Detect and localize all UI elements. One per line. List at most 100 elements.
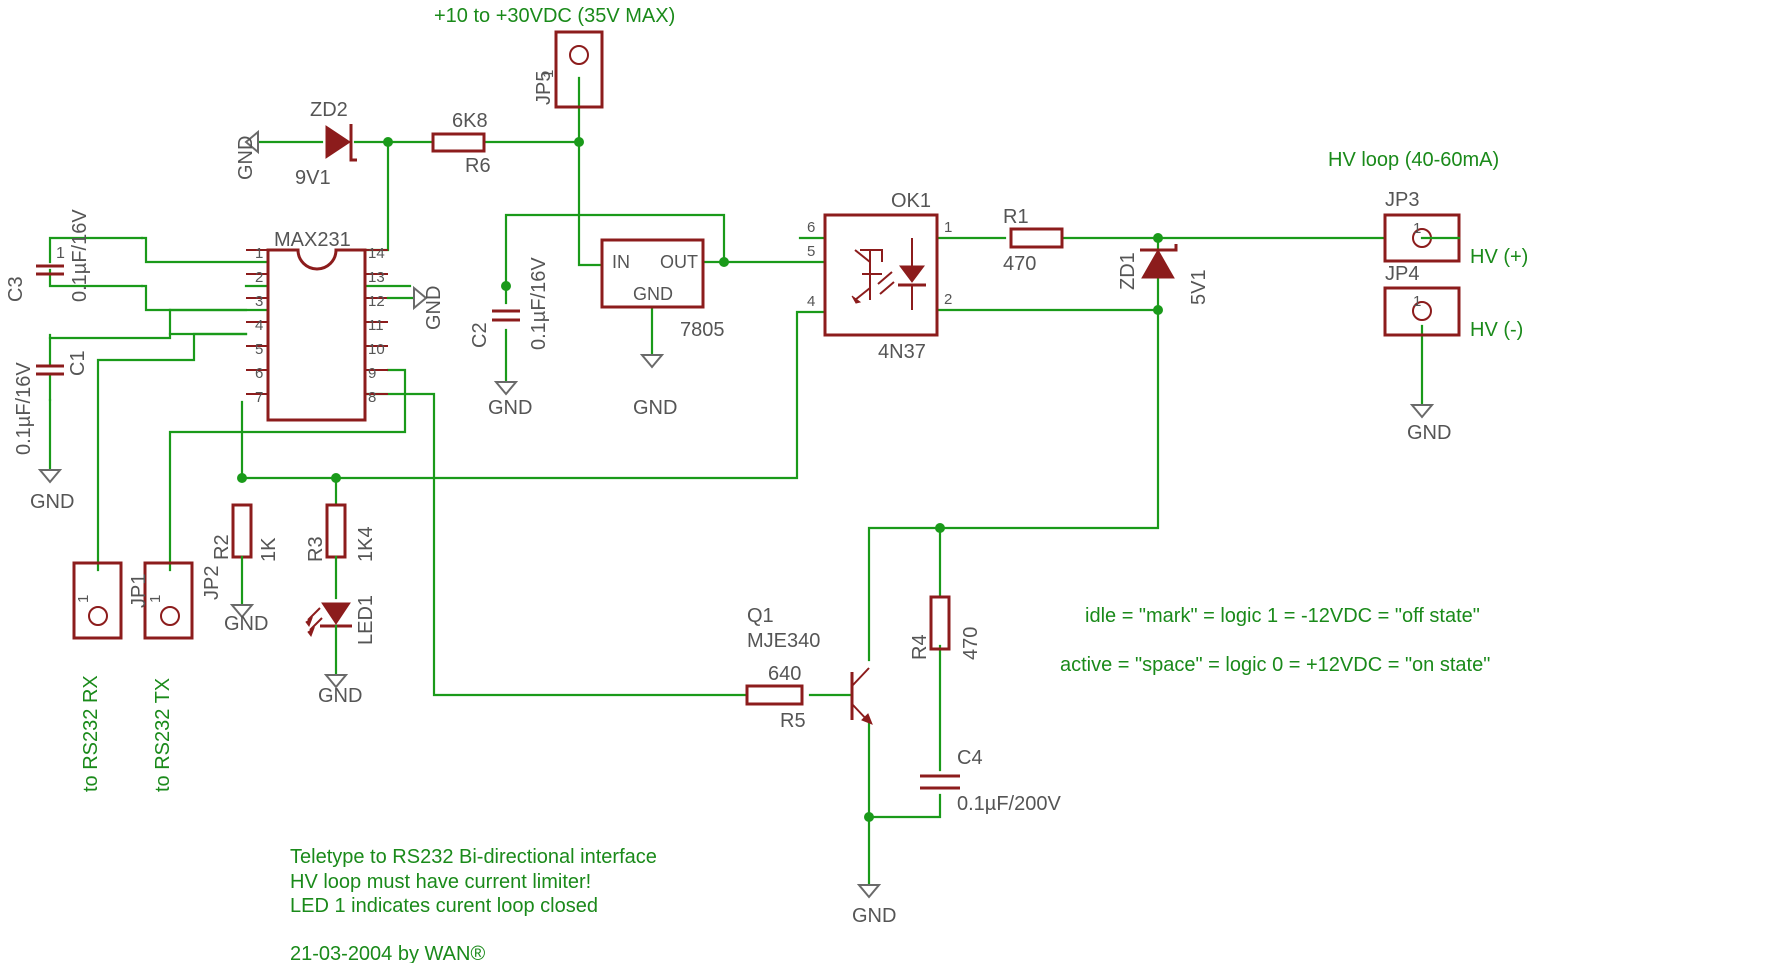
rs232-rx-label: to RS232 RX xyxy=(80,675,102,792)
svg-text:GND: GND xyxy=(235,136,257,180)
r1-value: 470 xyxy=(1003,253,1036,275)
c2-capacitor: C2 0.1µF/16V xyxy=(469,257,550,350)
c1-value: 0.1µF/16V xyxy=(13,362,35,455)
jp5-connector: 1 JP5 xyxy=(533,30,604,109)
svg-text:2: 2 xyxy=(255,269,263,286)
ok1-optocoupler: OK1 4N37 6 5 4 1 2 xyxy=(807,190,952,363)
c3-capacitor: 1 C3 0.1µF/16V xyxy=(5,209,144,302)
svg-text:3: 3 xyxy=(255,293,263,310)
hv-plus-label: HV (+) xyxy=(1470,246,1528,268)
svg-text:6: 6 xyxy=(255,365,263,382)
svg-text:1: 1 xyxy=(147,595,164,603)
q1-value: MJE340 xyxy=(747,630,820,652)
jp3-label: JP3 xyxy=(1385,189,1419,211)
r5-value: 640 xyxy=(768,663,801,685)
c4-value: 0.1µF/200V xyxy=(957,793,1061,815)
svg-text:GND: GND xyxy=(224,613,268,635)
junctions xyxy=(237,137,1163,822)
svg-text:GND: GND xyxy=(30,491,74,513)
led1: LED1 xyxy=(305,595,377,677)
svg-text:5: 5 xyxy=(807,243,815,260)
svg-text:13: 13 xyxy=(368,269,385,286)
credit-note: 21-03-2004 by WAN® xyxy=(290,943,485,963)
max231-ic: MAX231 1 2 3 4 5 6 7 14 13 12 11 10 9 8 xyxy=(246,229,388,422)
svg-text:14: 14 xyxy=(368,245,385,262)
r4-resistor: R4 470 xyxy=(909,595,982,660)
zd2-label: ZD2 xyxy=(310,99,348,121)
jp2-connector: 1 JP2 xyxy=(72,561,223,640)
svg-text:GND: GND xyxy=(488,397,532,419)
led1-label: LED1 xyxy=(355,595,377,645)
svg-text:OUT: OUT xyxy=(660,252,698,272)
zd1-zener: ZD1 5V1 xyxy=(1117,244,1210,305)
jp4-connector: 1 JP4 xyxy=(1383,263,1461,337)
r5-label: R5 xyxy=(780,710,806,732)
jp5-label: JP5 xyxy=(533,71,555,105)
idle-note: idle = "mark" = logic 1 = -12VDC = "off … xyxy=(1085,605,1480,627)
svg-text:4: 4 xyxy=(255,317,263,334)
rs232-tx-label: to RS232 TX xyxy=(152,678,174,792)
svg-text:5: 5 xyxy=(255,341,263,358)
svg-text:1: 1 xyxy=(944,219,952,236)
regulator-7805: IN OUT GND 7805 xyxy=(600,238,725,341)
svg-text:GND: GND xyxy=(318,685,362,707)
r1-label: R1 xyxy=(1003,206,1029,228)
svg-text:12: 12 xyxy=(368,293,385,310)
zd2-value: 9V1 xyxy=(295,167,331,189)
r3-value: 1K4 xyxy=(355,526,377,562)
r6-resistor: 6K8 R6 xyxy=(431,110,491,177)
jp2-label: JP2 xyxy=(201,566,223,600)
svg-text:6: 6 xyxy=(807,219,815,236)
c4-label: C4 xyxy=(957,747,983,769)
svg-text:1: 1 xyxy=(56,245,65,262)
c2-value: 0.1µF/16V xyxy=(528,257,550,350)
r2-value: 1K xyxy=(258,537,280,562)
ground-symbols: GND GND GND GND GND GND GND GND GND xyxy=(30,129,1451,927)
svg-text:9: 9 xyxy=(368,365,376,382)
jp4-label: JP4 xyxy=(1385,263,1419,285)
r6-value: 6K8 xyxy=(452,110,488,132)
q1-transistor: Q1 MJE340 xyxy=(747,605,873,725)
svg-text:7: 7 xyxy=(255,389,263,406)
title-note-line3: LED 1 indicates curent loop closed xyxy=(290,895,598,917)
r3-label: R3 xyxy=(305,536,327,562)
svg-text:2: 2 xyxy=(944,291,952,308)
svg-text:1: 1 xyxy=(1413,293,1421,310)
svg-text:GND: GND xyxy=(423,286,445,330)
r6-label: R6 xyxy=(465,155,491,177)
regulator-label: 7805 xyxy=(680,319,725,341)
q1-label: Q1 xyxy=(747,605,774,627)
r2-label: R2 xyxy=(211,534,233,560)
svg-text:GND: GND xyxy=(633,397,677,419)
c1-label: C1 xyxy=(67,350,89,376)
r2-resistor: R2 1K xyxy=(211,503,280,607)
ok1-value: 4N37 xyxy=(878,341,926,363)
svg-text:GND: GND xyxy=(1407,422,1451,444)
svg-text:10: 10 xyxy=(368,341,385,358)
svg-text:1: 1 xyxy=(75,595,92,603)
r1-resistor: R1 470 xyxy=(1003,206,1064,275)
zd2-zener: ZD2 9V1 xyxy=(295,99,357,189)
title-note-line1: Teletype to RS232 Bi-directional interfa… xyxy=(290,846,657,868)
zd1-label: ZD1 xyxy=(1117,252,1139,290)
hv-minus-label: HV (-) xyxy=(1470,319,1523,341)
r4-label: R4 xyxy=(909,634,931,660)
svg-text:4: 4 xyxy=(807,293,815,310)
jp3-connector: 1 JP3 xyxy=(1383,189,1461,263)
jp1-label: JP1 xyxy=(128,574,150,608)
svg-text:11: 11 xyxy=(368,317,384,334)
c4-capacitor: C4 0.1µF/200V xyxy=(920,747,1061,815)
hv-loop-label: HV loop (40-60mA) xyxy=(1328,149,1499,171)
svg-text:IN: IN xyxy=(612,252,630,272)
c2-label: C2 xyxy=(469,322,491,348)
svg-text:GND: GND xyxy=(633,284,673,304)
title-note-line2: HV loop must have current limiter! xyxy=(290,871,591,893)
c1-capacitor: C1 0.1µF/16V xyxy=(13,336,89,455)
r3-resistor: R3 1K4 xyxy=(305,503,377,600)
r5-resistor: 640 R5 xyxy=(745,663,806,732)
supply-label: +10 to +30VDC (35V MAX) xyxy=(434,5,675,27)
svg-text:GND: GND xyxy=(852,905,896,927)
svg-text:1: 1 xyxy=(540,70,557,78)
c3-label: C3 xyxy=(5,276,27,302)
